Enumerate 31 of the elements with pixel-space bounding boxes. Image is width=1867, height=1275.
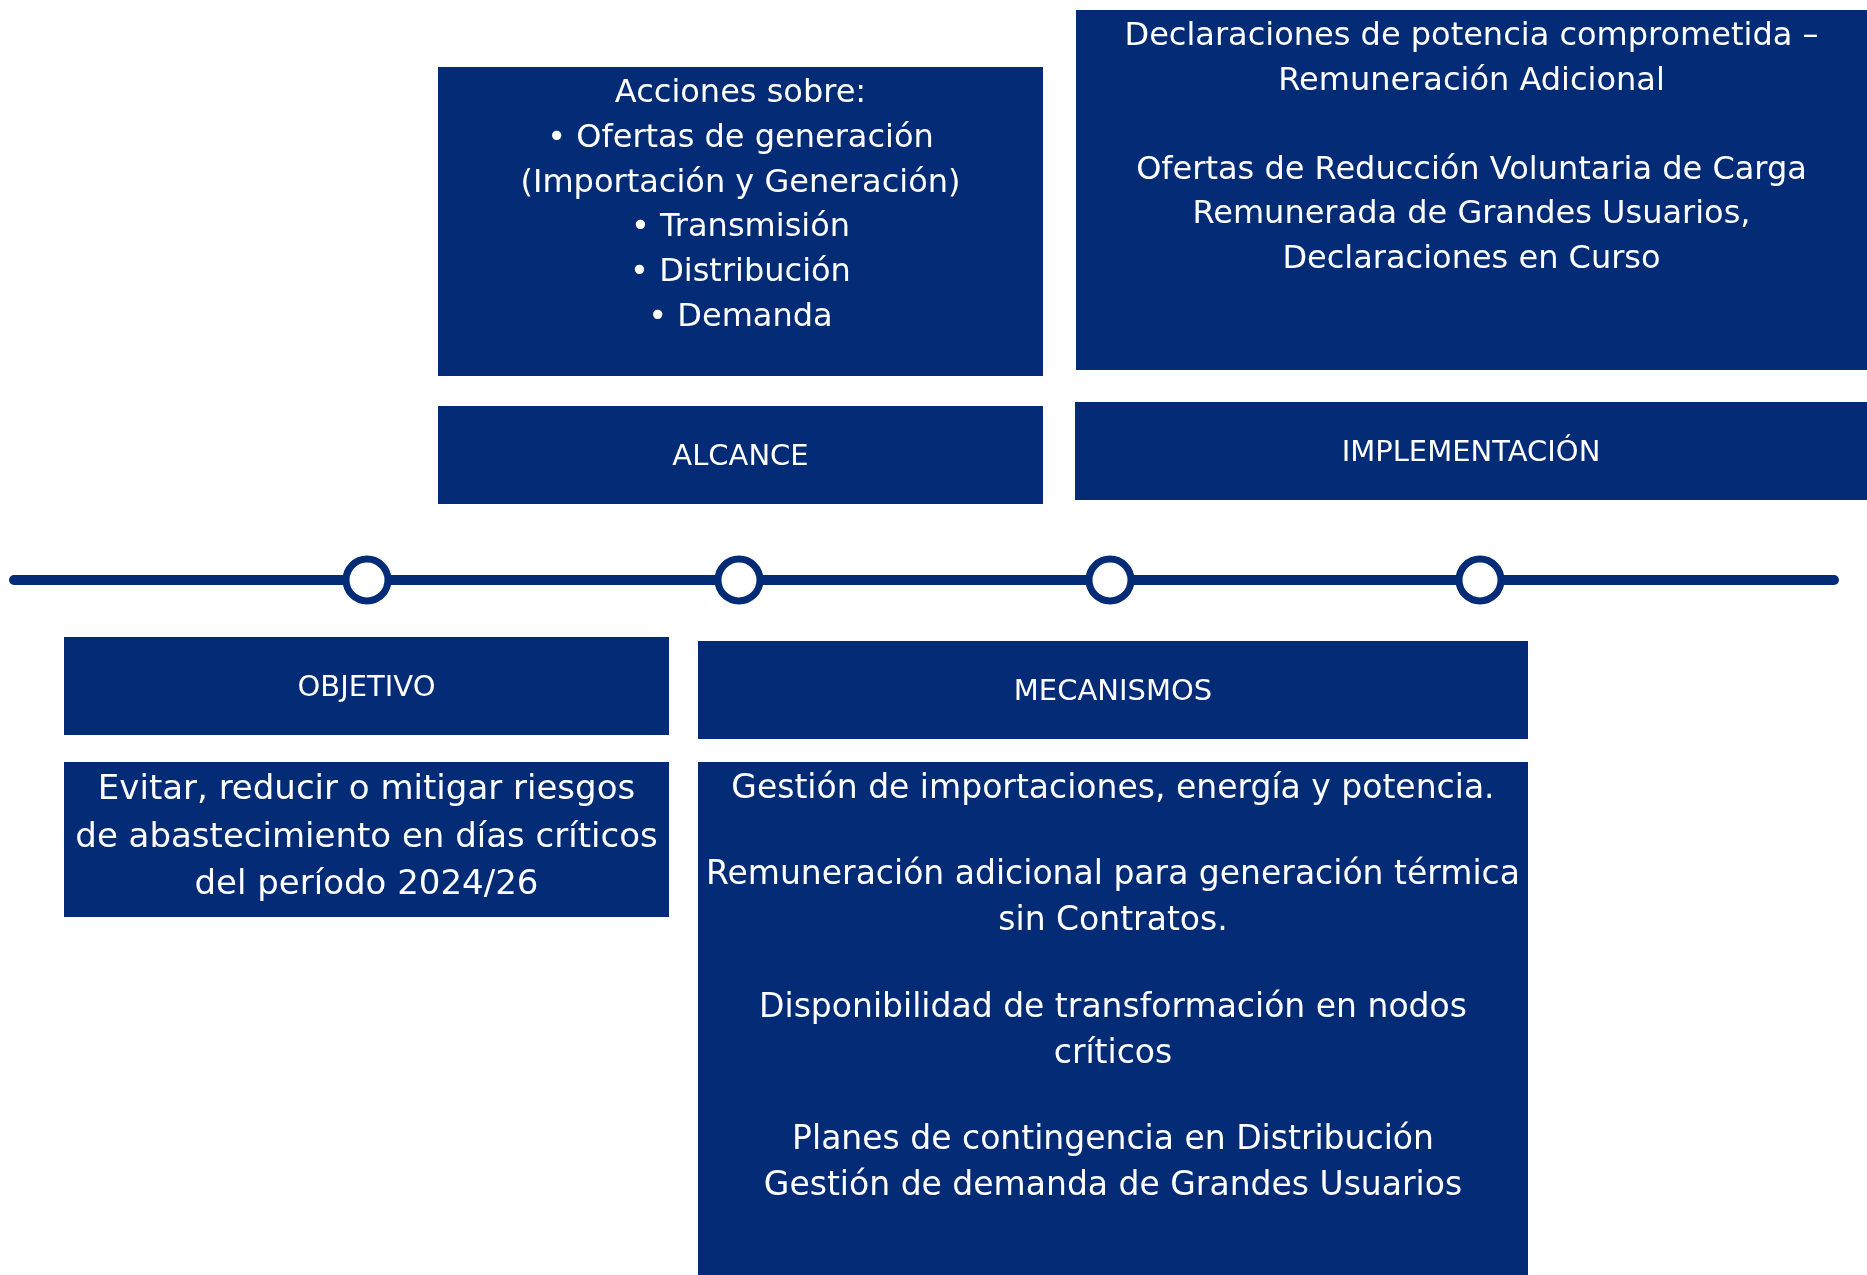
timeline-marker bbox=[714, 555, 764, 605]
content-panel bbox=[698, 762, 1528, 1275]
timeline-marker bbox=[1455, 555, 1505, 605]
header-text: OBJETIVO bbox=[297, 667, 436, 705]
timeline-marker bbox=[1085, 555, 1135, 605]
panel-text: Gestión de importaciones, energía y potencia. bbox=[731, 766, 1495, 808]
section-header bbox=[64, 637, 669, 735]
panel-text: Acciones sobre: bbox=[614, 71, 867, 112]
header-text: IMPLEMENTACIÓN bbox=[1341, 432, 1601, 470]
timeline-line bbox=[763, 575, 1086, 585]
panel-text: Gestión de demanda de Grandes Usuarios bbox=[763, 1163, 1463, 1206]
panel-text: Remuneración adicional para generación térmica sin Contratos. bbox=[706, 852, 1520, 941]
content-panel bbox=[1076, 10, 1867, 370]
section-header bbox=[1075, 402, 1867, 500]
section-header bbox=[698, 641, 1528, 739]
bullet-item: • Demanda bbox=[648, 295, 833, 336]
timeline-line bbox=[1134, 575, 1456, 585]
timeline-line bbox=[391, 575, 715, 585]
panel-text: Declaraciones de potencia comprometida – Remuneración Adicional bbox=[1123, 14, 1820, 100]
bullet-item: • Transmisión bbox=[630, 205, 851, 247]
content-panel bbox=[438, 67, 1043, 376]
panel-text: Planes de contingencia en Distribución bbox=[792, 1116, 1434, 1159]
panel-text: Evitar, reducir o mitigar riesgos de abastecimiento en días críticos del período 2024/26 bbox=[74, 766, 659, 905]
bullet-item: • Ofertas de generación (Importación y Generación) bbox=[519, 115, 962, 202]
header-text: MECANISMOS bbox=[1013, 671, 1213, 709]
bullet-item: • Distribución bbox=[630, 250, 851, 292]
timeline-marker bbox=[342, 555, 392, 605]
header-text: ALCANCE bbox=[672, 436, 809, 474]
section-header bbox=[438, 406, 1043, 504]
panel-text: Disponibilidad de transformación en nodos críticos bbox=[758, 984, 1468, 1073]
panel-text: Ofertas de Reducción Voluntaria de Carga Remunerada de Grandes Usuarios, Declaraciones en Curso bbox=[1135, 147, 1808, 279]
